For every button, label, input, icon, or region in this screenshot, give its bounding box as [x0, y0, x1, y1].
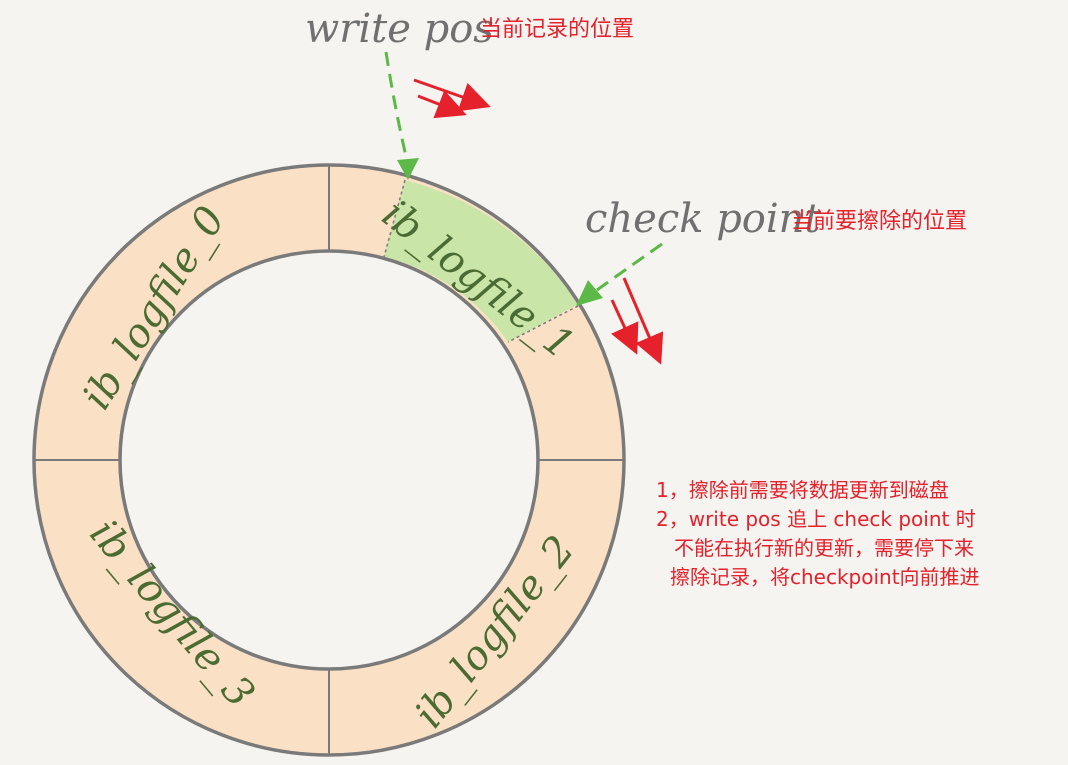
write-pos-pointer-head — [397, 158, 419, 180]
write-pos-move-arrow-1 — [413, 78, 491, 112]
note-line-1: 1，擦除前需要将数据更新到磁盘 — [656, 478, 949, 502]
active-log-segment — [384, 180, 578, 342]
check-point-marker — [507, 305, 579, 343]
check-point-move-arrow-2 — [610, 299, 639, 355]
note-line-2: 2，write pos 追上 check point 时 — [656, 507, 976, 531]
write-pos-label: write pos — [305, 6, 494, 52]
check-point-move-arrow-1 — [622, 277, 664, 365]
check-point-pointer-head — [576, 280, 603, 306]
notes-block: 1，擦除前需要将数据更新到磁盘 2，write pos 追上 check poi… — [656, 476, 980, 592]
write-pos-marker — [383, 179, 406, 258]
write-pos-move-arrow-2 — [417, 90, 467, 119]
write-pos-description: 当前记录的位置 — [480, 17, 634, 42]
note-line-3: 不能在执行新的更新，需要停下来 — [674, 536, 974, 560]
check-point-label: check point — [585, 196, 821, 242]
check-point-description: 当前要擦除的位置 — [791, 209, 967, 234]
note-line-4: 擦除记录，将checkpoint向前推进 — [670, 565, 980, 589]
check-point-pointer — [596, 242, 663, 292]
write-pos-pointer — [384, 51, 410, 166]
